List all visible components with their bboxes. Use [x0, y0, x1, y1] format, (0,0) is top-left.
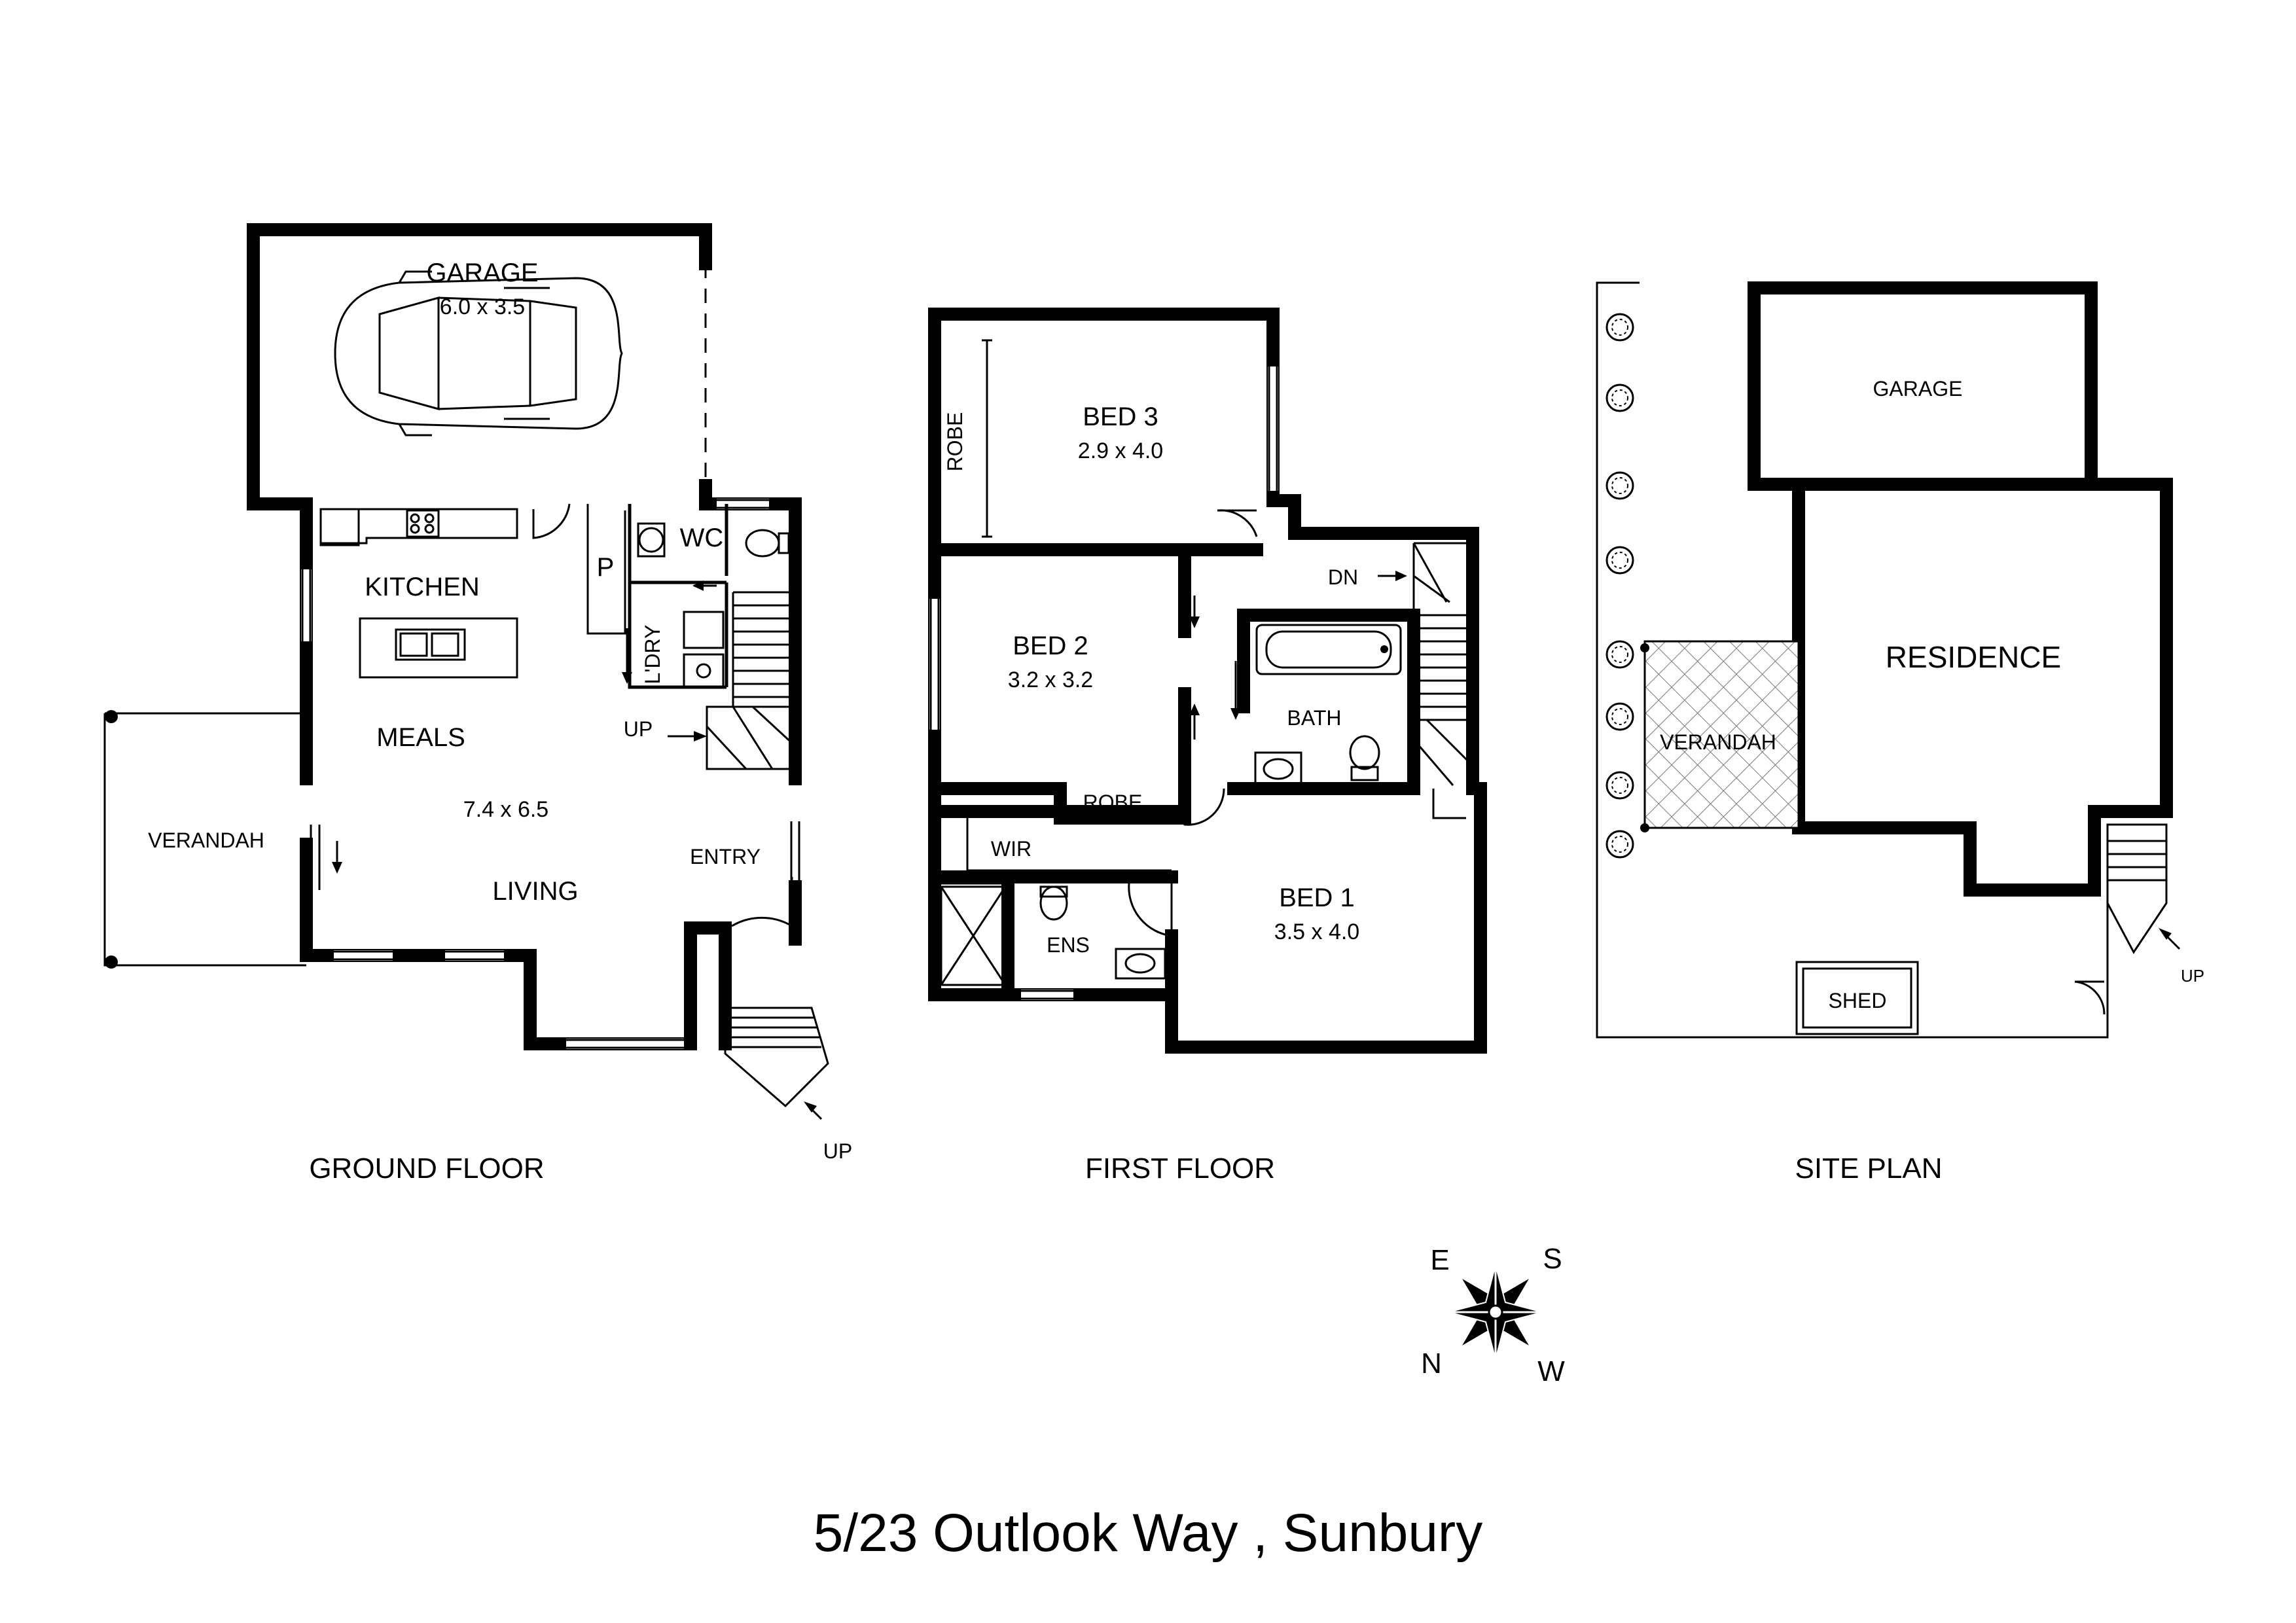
- stair-up-label: UP: [624, 717, 653, 741]
- garage-walls: [247, 223, 712, 510]
- compass-s: S: [1543, 1243, 1562, 1275]
- robe2-label: ROBE: [1083, 791, 1143, 814]
- bath-label: BATH: [1287, 706, 1342, 730]
- bed2-dim: 3.2 x 3.2: [1008, 668, 1093, 692]
- pantry-label: P: [597, 553, 615, 582]
- verandah-outline: [103, 712, 306, 967]
- entry-door: [731, 877, 793, 928]
- compass-e: E: [1430, 1244, 1449, 1276]
- labels: GARAGE 6.0 x 3.5 KITCHEN WC P L'DRY MEAL…: [148, 259, 2204, 1563]
- verandah-hatch: [1643, 640, 1800, 829]
- bed3-label: BED 3: [1083, 402, 1158, 431]
- cooktop: [406, 509, 440, 538]
- ens-label: ENS: [1047, 933, 1090, 957]
- first-floor-caption: FIRST FLOOR: [1085, 1152, 1275, 1185]
- residence-label: RESIDENCE: [1886, 640, 2061, 674]
- wc-label: WC: [680, 524, 724, 552]
- entry-up-label: UP: [823, 1139, 852, 1163]
- shed-label: SHED: [1829, 989, 1887, 1012]
- meals-label: MEALS: [376, 723, 465, 752]
- ground-verandah-label: VERANDAH: [148, 829, 264, 852]
- stair-down-label: DN: [1328, 565, 1358, 589]
- door-swing: [532, 503, 571, 539]
- compass-w: W: [1537, 1355, 1565, 1387]
- bed1-dim: 3.5 x 4.0: [1274, 919, 1359, 944]
- site-up-label: UP: [2181, 966, 2204, 986]
- residence-walls: [1792, 478, 2173, 897]
- pantry-walls: [586, 504, 626, 635]
- garage-dim: 6.0 x 3.5: [440, 294, 525, 319]
- sliding-door: [310, 825, 321, 890]
- bed2-label: BED 2: [1013, 632, 1088, 660]
- first-floor-plan: [928, 308, 1487, 1054]
- shower: [940, 885, 1007, 986]
- living-dim: 7.4 x 6.5: [463, 797, 548, 822]
- site-plan-caption: SITE PLAN: [1795, 1152, 1943, 1185]
- property-address: 5/23 Outlook Way , Sunbury: [814, 1503, 1482, 1563]
- entry-label: ENTRY: [690, 845, 761, 868]
- fridge: [319, 508, 360, 546]
- bathtub: [1255, 624, 1402, 675]
- ground-floor-caption: GROUND FLOOR: [309, 1152, 544, 1185]
- sink: [395, 628, 466, 661]
- car-icon: [334, 270, 623, 437]
- site-boundary: [1596, 281, 2109, 1039]
- laundry-label: L'DRY: [641, 625, 664, 685]
- entry-steps: [724, 1007, 829, 1108]
- site-garage-label: GARAGE: [1873, 377, 1963, 401]
- shed: [1795, 961, 1919, 1035]
- robe3-label: ROBE: [943, 412, 967, 472]
- garage-label: GARAGE: [426, 259, 538, 287]
- compass-rose-icon: [1446, 1262, 1545, 1362]
- stairs-first: [1412, 542, 1473, 785]
- compass-n: N: [1421, 1347, 1442, 1380]
- bed3-dim: 2.9 x 4.0: [1078, 438, 1163, 463]
- site-plan: [1596, 281, 2181, 1039]
- kitchen-island: [359, 617, 518, 679]
- living-label: LIVING: [492, 877, 578, 906]
- bed1-label: BED 1: [1279, 883, 1355, 912]
- wir-label: WIR: [991, 837, 1031, 861]
- ground-floor-plan: [103, 223, 829, 1120]
- kitchen-label: KITCHEN: [365, 573, 480, 601]
- site-verandah-label: VERANDAH: [1660, 730, 1776, 754]
- stairs-ground: [732, 591, 795, 707]
